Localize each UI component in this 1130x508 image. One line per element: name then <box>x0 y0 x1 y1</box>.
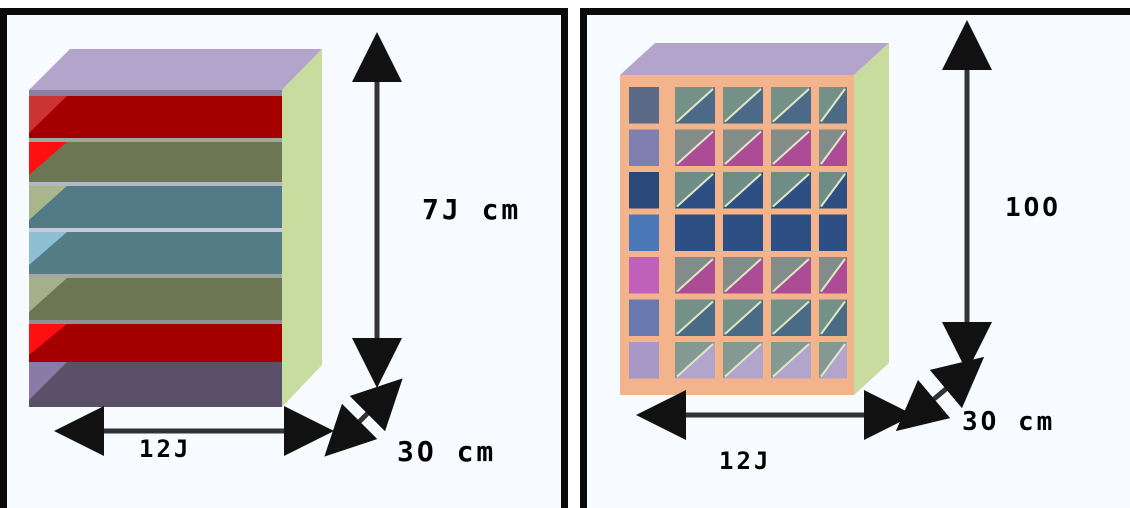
right-cabinet-diagram <box>620 19 992 440</box>
shelf-teal <box>29 232 282 274</box>
cell-diagonal <box>820 258 846 293</box>
width-label: 12J <box>719 447 772 475</box>
cabinet-cell <box>771 214 811 251</box>
cell-diagonal <box>676 130 714 165</box>
right-panel: 1OO 12J 3O cm <box>580 8 1130 508</box>
cell-diagonal <box>724 343 762 378</box>
cell-diagonal <box>724 130 762 165</box>
cabinet-cell-grid <box>629 87 847 379</box>
cell-diagonal <box>676 300 714 335</box>
cabinet-cell <box>629 342 659 379</box>
cabinet-top-face <box>29 49 322 90</box>
left-cabinet <box>29 49 322 407</box>
cabinet-cell <box>629 172 659 209</box>
cell-diagonal <box>772 343 810 378</box>
shelf-purple <box>29 362 282 407</box>
cell-diagonal <box>772 130 810 165</box>
shelf-red <box>29 324 282 362</box>
depth-arrow <box>324 378 403 457</box>
cell-diagonal <box>676 88 714 123</box>
cabinet-cell <box>629 214 659 251</box>
cell-diagonal <box>772 173 810 208</box>
cell-diagonal <box>820 88 846 123</box>
cabinet-cell <box>629 87 659 124</box>
cell-diagonal <box>820 343 846 378</box>
cell-diagonal <box>676 258 714 293</box>
cell-diagonal <box>820 300 846 335</box>
cell-diagonal <box>724 300 762 335</box>
cell-diagonal <box>724 173 762 208</box>
right-cabinet <box>620 43 889 395</box>
left-panel: 7J cm 12J 3O cm <box>0 8 568 508</box>
cell-diagonal <box>724 258 762 293</box>
cabinet-shelves <box>29 90 282 407</box>
width-label: 12J <box>139 435 192 463</box>
cabinet-cell <box>723 214 763 251</box>
cell-diagonal <box>772 258 810 293</box>
cell-diagonal <box>676 343 714 378</box>
cabinet-cell <box>629 299 659 336</box>
shelf-teal <box>29 186 282 228</box>
cell-diagonal <box>772 88 810 123</box>
shelf-olive <box>29 278 282 320</box>
cabinet-top-face <box>620 43 889 75</box>
cabinet-side-face <box>854 43 889 395</box>
cabinet-cell <box>675 214 715 251</box>
depth-arrow <box>895 356 985 432</box>
cabinet-cell <box>629 129 659 166</box>
shelf-red <box>29 96 282 138</box>
cell-diagonal <box>820 173 846 208</box>
height-label: 7J cm <box>422 193 522 226</box>
left-cabinet-diagram <box>29 31 403 457</box>
depth-label: 3O cm <box>962 407 1056 437</box>
depth-label: 3O cm <box>397 435 497 468</box>
cell-diagonal <box>772 300 810 335</box>
cabinet-side-face <box>282 49 322 407</box>
cell-diagonal <box>820 130 846 165</box>
shelf-olive <box>29 142 282 182</box>
height-label: 1OO <box>1005 193 1061 223</box>
cabinet-cell <box>819 214 847 251</box>
cell-diagonal <box>724 88 762 123</box>
cell-diagonal <box>676 173 714 208</box>
cabinet-cell <box>629 257 659 294</box>
